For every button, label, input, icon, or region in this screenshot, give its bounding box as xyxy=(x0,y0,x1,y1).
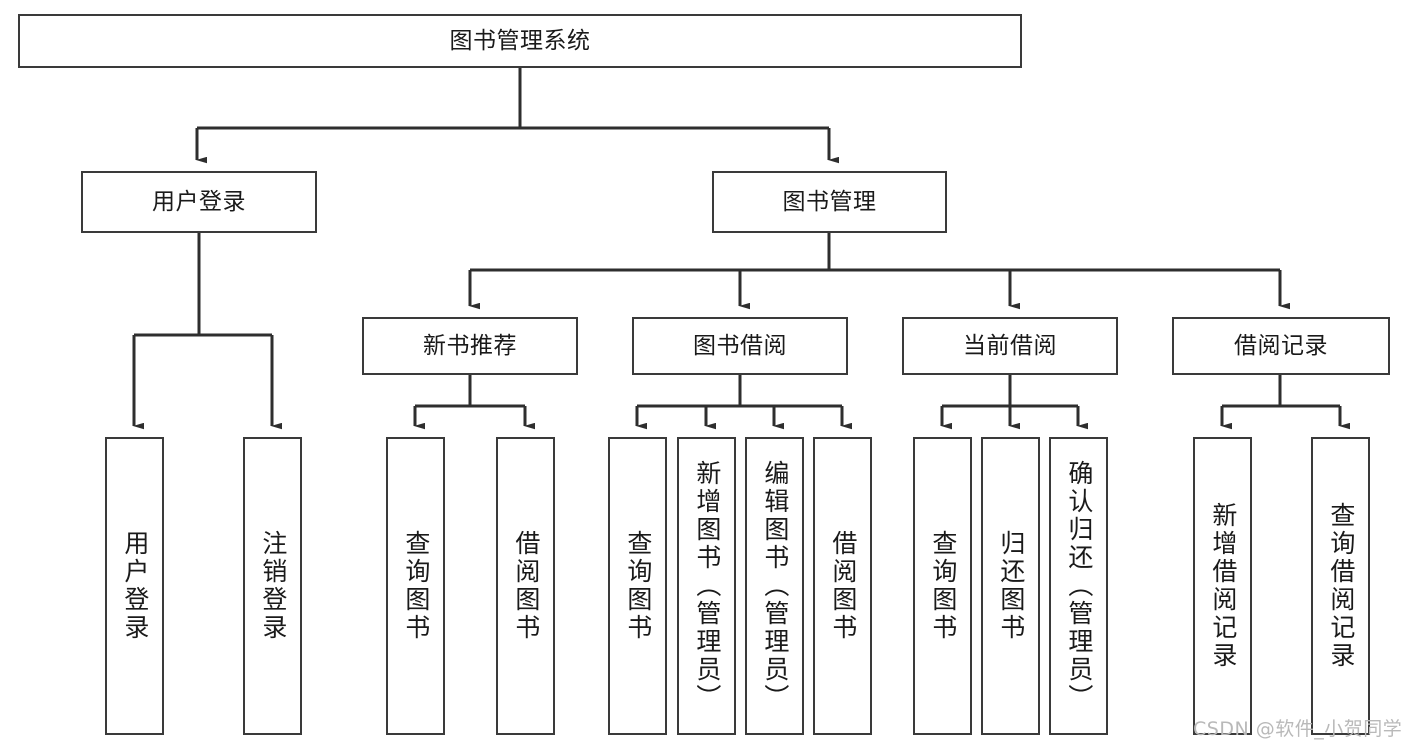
leaf-current-query-book[interactable]: 查询图书 xyxy=(913,437,972,735)
node-user-login[interactable]: 用户登录 xyxy=(81,171,317,233)
node-label: 查询图书 xyxy=(623,530,653,642)
node-label: 注销登录 xyxy=(258,530,288,642)
node-book-borrow[interactable]: 图书借阅 xyxy=(632,317,848,375)
node-label: 用户登录 xyxy=(120,530,150,642)
leaf-user-login-login[interactable]: 用户登录 xyxy=(105,437,164,735)
leaf-borrow-borrow-book[interactable]: 借阅图书 xyxy=(813,437,872,735)
node-label: 图书管理 xyxy=(782,188,877,215)
node-new-book-recommend[interactable]: 新书推荐 xyxy=(362,317,578,375)
node-current-borrow[interactable]: 当前借阅 xyxy=(902,317,1118,375)
leaf-recommend-query-book[interactable]: 查询图书 xyxy=(386,437,445,735)
csdn-watermark: CSDN @软件_小贺同学 xyxy=(1193,718,1403,740)
node-label: 归还图书 xyxy=(996,530,1026,642)
node-label: 查询图书 xyxy=(401,530,431,642)
leaf-user-login-logout[interactable]: 注销登录 xyxy=(243,437,302,735)
node-root-book-management-system[interactable]: 图书管理系统 xyxy=(18,14,1022,68)
leaf-current-return-book[interactable]: 归还图书 xyxy=(981,437,1040,735)
node-label: 新增借阅记录 xyxy=(1208,502,1238,670)
node-label: 确认归还（管理员） xyxy=(1064,460,1094,712)
node-label: 新书推荐 xyxy=(423,332,517,359)
leaf-borrow-edit-book-admin[interactable]: 编辑图书（管理员） xyxy=(745,437,804,735)
node-label: 查询借阅记录 xyxy=(1326,502,1356,670)
leaf-recommend-borrow-book[interactable]: 借阅图书 xyxy=(496,437,555,735)
leaf-borrow-query-book[interactable]: 查询图书 xyxy=(608,437,667,735)
leaf-borrow-add-book-admin[interactable]: 新增图书（管理员） xyxy=(677,437,736,735)
leaf-current-confirm-return-admin[interactable]: 确认归还（管理员） xyxy=(1049,437,1108,735)
leaf-record-add-record[interactable]: 新增借阅记录 xyxy=(1193,437,1252,735)
node-label: 借阅图书 xyxy=(511,530,541,642)
node-label: 图书借阅 xyxy=(693,332,787,359)
node-label: 借阅图书 xyxy=(828,530,858,642)
leaf-record-query-record[interactable]: 查询借阅记录 xyxy=(1311,437,1370,735)
node-label: 借阅记录 xyxy=(1234,332,1328,359)
node-label: 新增图书（管理员） xyxy=(692,460,722,712)
node-label: 当前借阅 xyxy=(963,332,1057,359)
node-book-management[interactable]: 图书管理 xyxy=(712,171,947,233)
node-label: 图书管理系统 xyxy=(449,27,591,54)
node-borrow-record[interactable]: 借阅记录 xyxy=(1172,317,1390,375)
node-label: 查询图书 xyxy=(928,530,958,642)
node-label: 用户登录 xyxy=(152,188,246,215)
node-label: 编辑图书（管理员） xyxy=(760,460,790,712)
